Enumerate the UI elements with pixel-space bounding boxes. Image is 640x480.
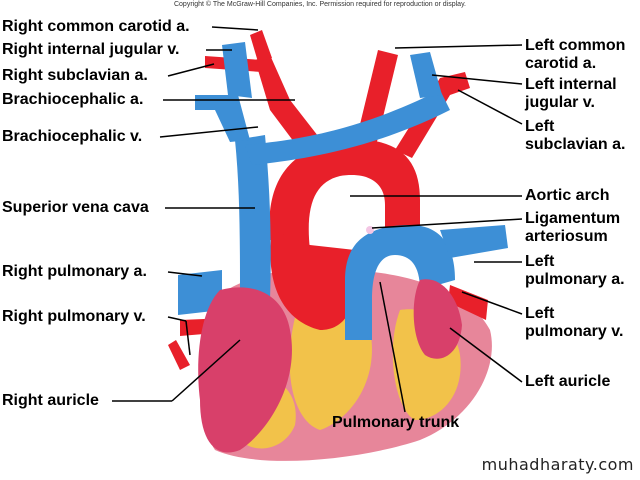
left-pulmonary-artery <box>440 225 508 258</box>
left-internal-jugular-vein <box>410 52 442 98</box>
right-pulmonary-vein-2 <box>168 340 190 370</box>
label-right-auricle: Right auricle <box>2 392 99 409</box>
left-pulmonary-vein <box>448 285 488 320</box>
label-superior-vena-cava: Superior vena cava <box>2 199 149 216</box>
label-right-internal-jugular: Right internal jugular v. <box>2 41 180 58</box>
label-left-common-carotid: Left common carotid a. <box>525 37 626 72</box>
label-ligamentum-arteriosum: Ligamentum arteriosum <box>525 210 621 245</box>
left-brachiocephalic-vein <box>245 90 450 165</box>
label-brachiocephalic-v: Brachiocephalic v. <box>2 128 143 145</box>
right-auricle <box>198 287 292 453</box>
brachiocephalic-artery <box>255 55 325 150</box>
watermark: muhadharaty.com <box>481 455 634 474</box>
label-pulmonary-trunk: Pulmonary trunk <box>332 414 460 431</box>
label-left-pulmonary-a: Left pulmonary a. <box>525 253 625 288</box>
label-right-pulmonary-a: Right pulmonary a. <box>2 263 147 280</box>
label-right-subclavian: Right subclavian a. <box>2 67 148 84</box>
copyright-notice: Copyright © The McGraw-Hill Companies, I… <box>173 1 466 8</box>
label-right-common-carotid: Right common carotid a. <box>2 18 190 35</box>
label-left-internal-jugular: Left internal jugular v. <box>525 76 617 111</box>
aortic-arch <box>269 139 420 250</box>
label-left-auricle: Left auricle <box>525 373 611 390</box>
label-aortic-arch: Aortic arch <box>525 187 610 204</box>
leader-lines <box>112 26 523 413</box>
ligamentum-arteriosum-mark <box>366 226 374 234</box>
right-brachiocephalic-vein <box>195 95 250 142</box>
label-right-pulmonary-v: Right pulmonary v. <box>2 308 146 325</box>
right-internal-jugular-vein <box>222 42 252 98</box>
pulmonary-trunk <box>345 225 455 340</box>
superior-vena-cava <box>235 135 271 300</box>
label-brachiocephalic-a: Brachiocephalic a. <box>2 91 144 108</box>
label-left-pulmonary-v: Left pulmonary v. <box>525 305 624 340</box>
right-common-carotid-artery <box>250 30 272 62</box>
label-left-subclavian: Left subclavian a. <box>525 118 626 153</box>
ascending-aorta <box>270 230 357 330</box>
left-auricle <box>413 279 462 359</box>
